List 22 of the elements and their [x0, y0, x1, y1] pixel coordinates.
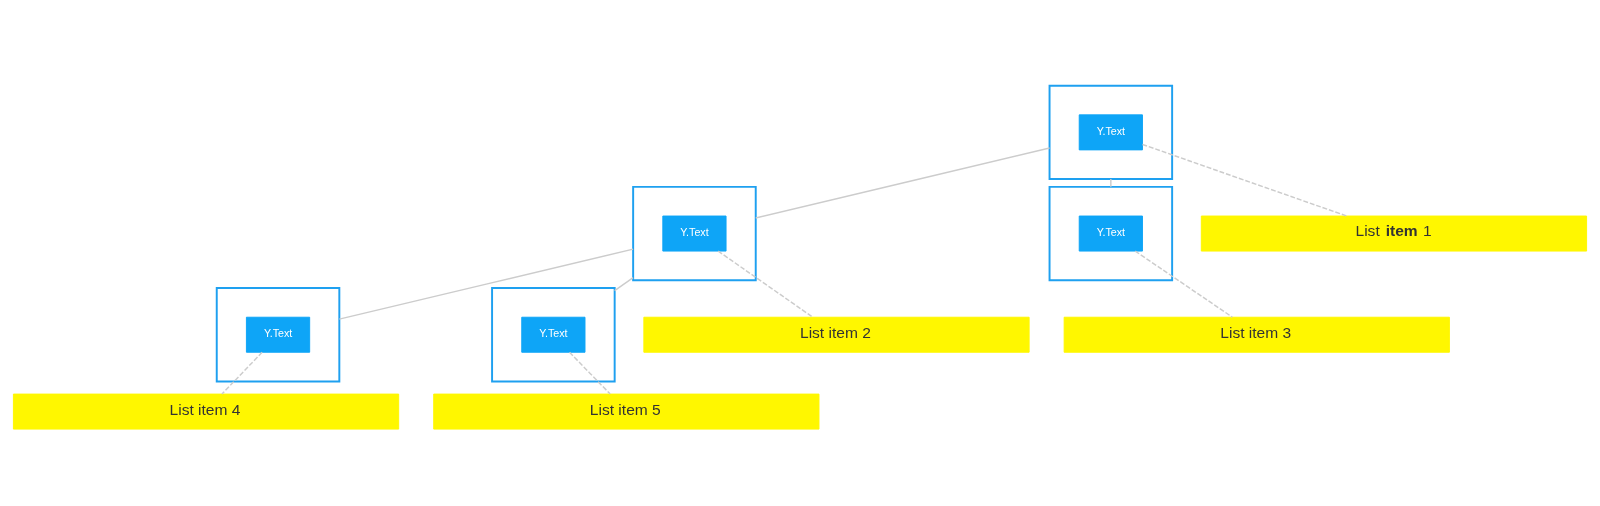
node-box: List item 3: [1063, 316, 1450, 353]
connector: [613, 276, 634, 291]
connector: [755, 146, 1051, 219]
node-box: Y.Text: [245, 316, 311, 353]
node-box: Y.Text: [521, 316, 586, 353]
connector: [338, 247, 634, 320]
cluster: [632, 185, 757, 281]
connector: [1134, 249, 1233, 318]
node-box: List item 5: [433, 393, 820, 430]
node-box: List item 2: [643, 316, 1030, 353]
node-box: List item 4: [12, 393, 400, 430]
cluster: [1048, 185, 1174, 281]
connector: [717, 249, 814, 318]
node-box: Y.Text: [1078, 215, 1143, 252]
node-box: List item 1: [1200, 215, 1588, 252]
cluster: [1048, 84, 1174, 180]
node-box: Y.Text: [1078, 113, 1143, 150]
connector: [1141, 143, 1348, 217]
node-box: Y.Text: [662, 215, 727, 252]
connector: [1110, 177, 1112, 188]
cluster: [491, 286, 616, 382]
cluster: [215, 286, 341, 382]
